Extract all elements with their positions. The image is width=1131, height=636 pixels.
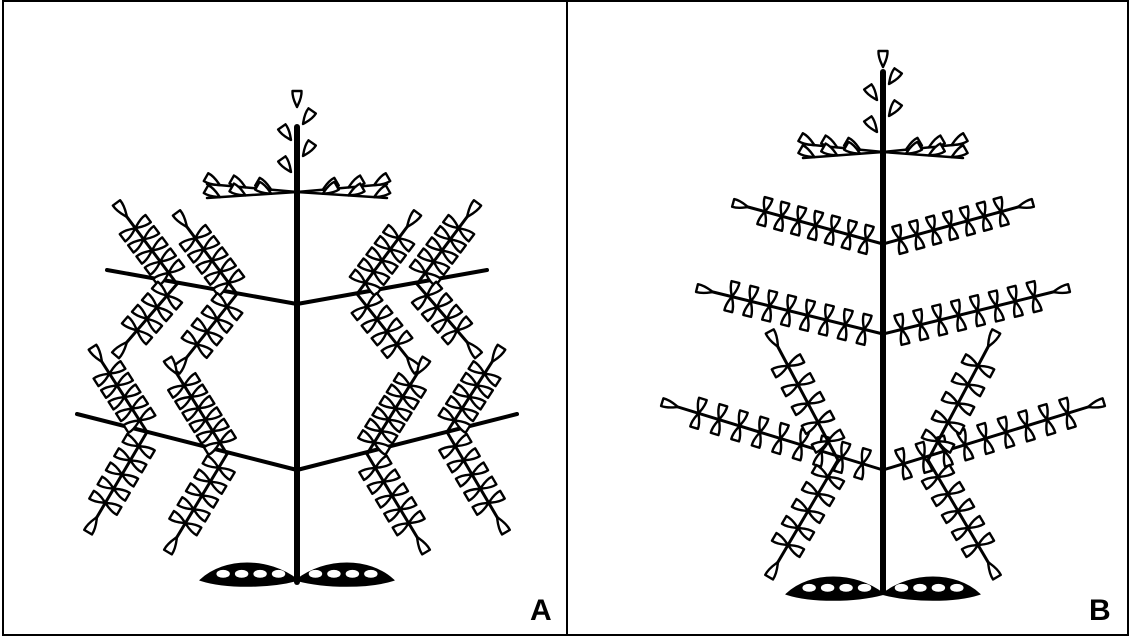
- leaflet: [765, 560, 782, 580]
- leaflet: [448, 236, 466, 253]
- leaflet: [133, 215, 151, 232]
- leaflet: [1052, 284, 1070, 296]
- leaflet: [362, 316, 380, 333]
- leaflet: [661, 398, 679, 411]
- leaflet: [158, 248, 176, 265]
- leaflet: [371, 268, 389, 285]
- leaflet: [202, 306, 220, 323]
- leaflet: [201, 236, 219, 253]
- leaflet: [226, 270, 244, 287]
- leaflet: [463, 200, 481, 220]
- leaflet: [113, 200, 131, 220]
- leaf-rachis: [883, 292, 1053, 334]
- leaflet: [299, 108, 316, 126]
- leaflet: [141, 226, 159, 243]
- branch-a-upper: [107, 270, 297, 304]
- leaflet: [432, 315, 450, 332]
- leaflet: [193, 225, 211, 242]
- leaflet: [212, 293, 230, 310]
- leaflet: [1017, 199, 1034, 211]
- leaflet: [464, 339, 482, 358]
- leaflet: [299, 140, 316, 158]
- leaflet: [878, 51, 887, 67]
- leaflet: [766, 329, 782, 349]
- leaflet: [166, 260, 184, 277]
- leaflet: [142, 293, 160, 310]
- leaflet: [388, 246, 406, 263]
- panel-label-b: B: [1089, 596, 1111, 626]
- leaflet: [696, 284, 714, 296]
- panel-label-a: A: [530, 596, 552, 626]
- leaflet: [403, 210, 421, 230]
- plant-drawing-b: [568, 2, 1127, 634]
- leaflet: [382, 341, 400, 358]
- leaflet: [122, 317, 140, 334]
- leaflet: [984, 560, 1001, 580]
- leaflet: [112, 339, 130, 358]
- leaflet: [152, 282, 170, 299]
- leaflet: [278, 124, 295, 142]
- leaflet: [412, 292, 430, 309]
- leaflet: [864, 84, 881, 102]
- leaflet: [1087, 398, 1105, 411]
- leaflet: [372, 328, 390, 345]
- leaflet: [379, 257, 397, 274]
- leaflet: [149, 237, 167, 254]
- panel-a: A: [2, 0, 568, 636]
- leaflet: [442, 327, 460, 344]
- leaflet: [885, 100, 902, 118]
- leaflet: [192, 318, 210, 335]
- leaflet: [218, 258, 236, 275]
- leaflet: [456, 225, 474, 242]
- leaflet: [352, 303, 370, 320]
- leaflet: [864, 116, 881, 134]
- leaflet: [84, 515, 101, 535]
- plant-drawing-a: [4, 2, 566, 634]
- leaflet: [396, 235, 414, 252]
- leaflet: [422, 304, 440, 321]
- leaflet: [732, 199, 749, 211]
- leaflet: [431, 258, 449, 275]
- branch-a-upper: [297, 270, 487, 304]
- leaflet: [182, 331, 200, 348]
- panel-b: B: [566, 0, 1129, 636]
- leaflet: [209, 247, 227, 264]
- leaflet: [173, 210, 191, 230]
- leaflet: [292, 91, 301, 107]
- leaflet: [439, 247, 457, 264]
- leaflet: [278, 156, 295, 174]
- leaflet: [493, 515, 510, 535]
- leaflet: [132, 305, 150, 322]
- leaf-rachis: [713, 292, 883, 334]
- leaflet: [885, 68, 902, 86]
- leaflet: [984, 329, 1000, 349]
